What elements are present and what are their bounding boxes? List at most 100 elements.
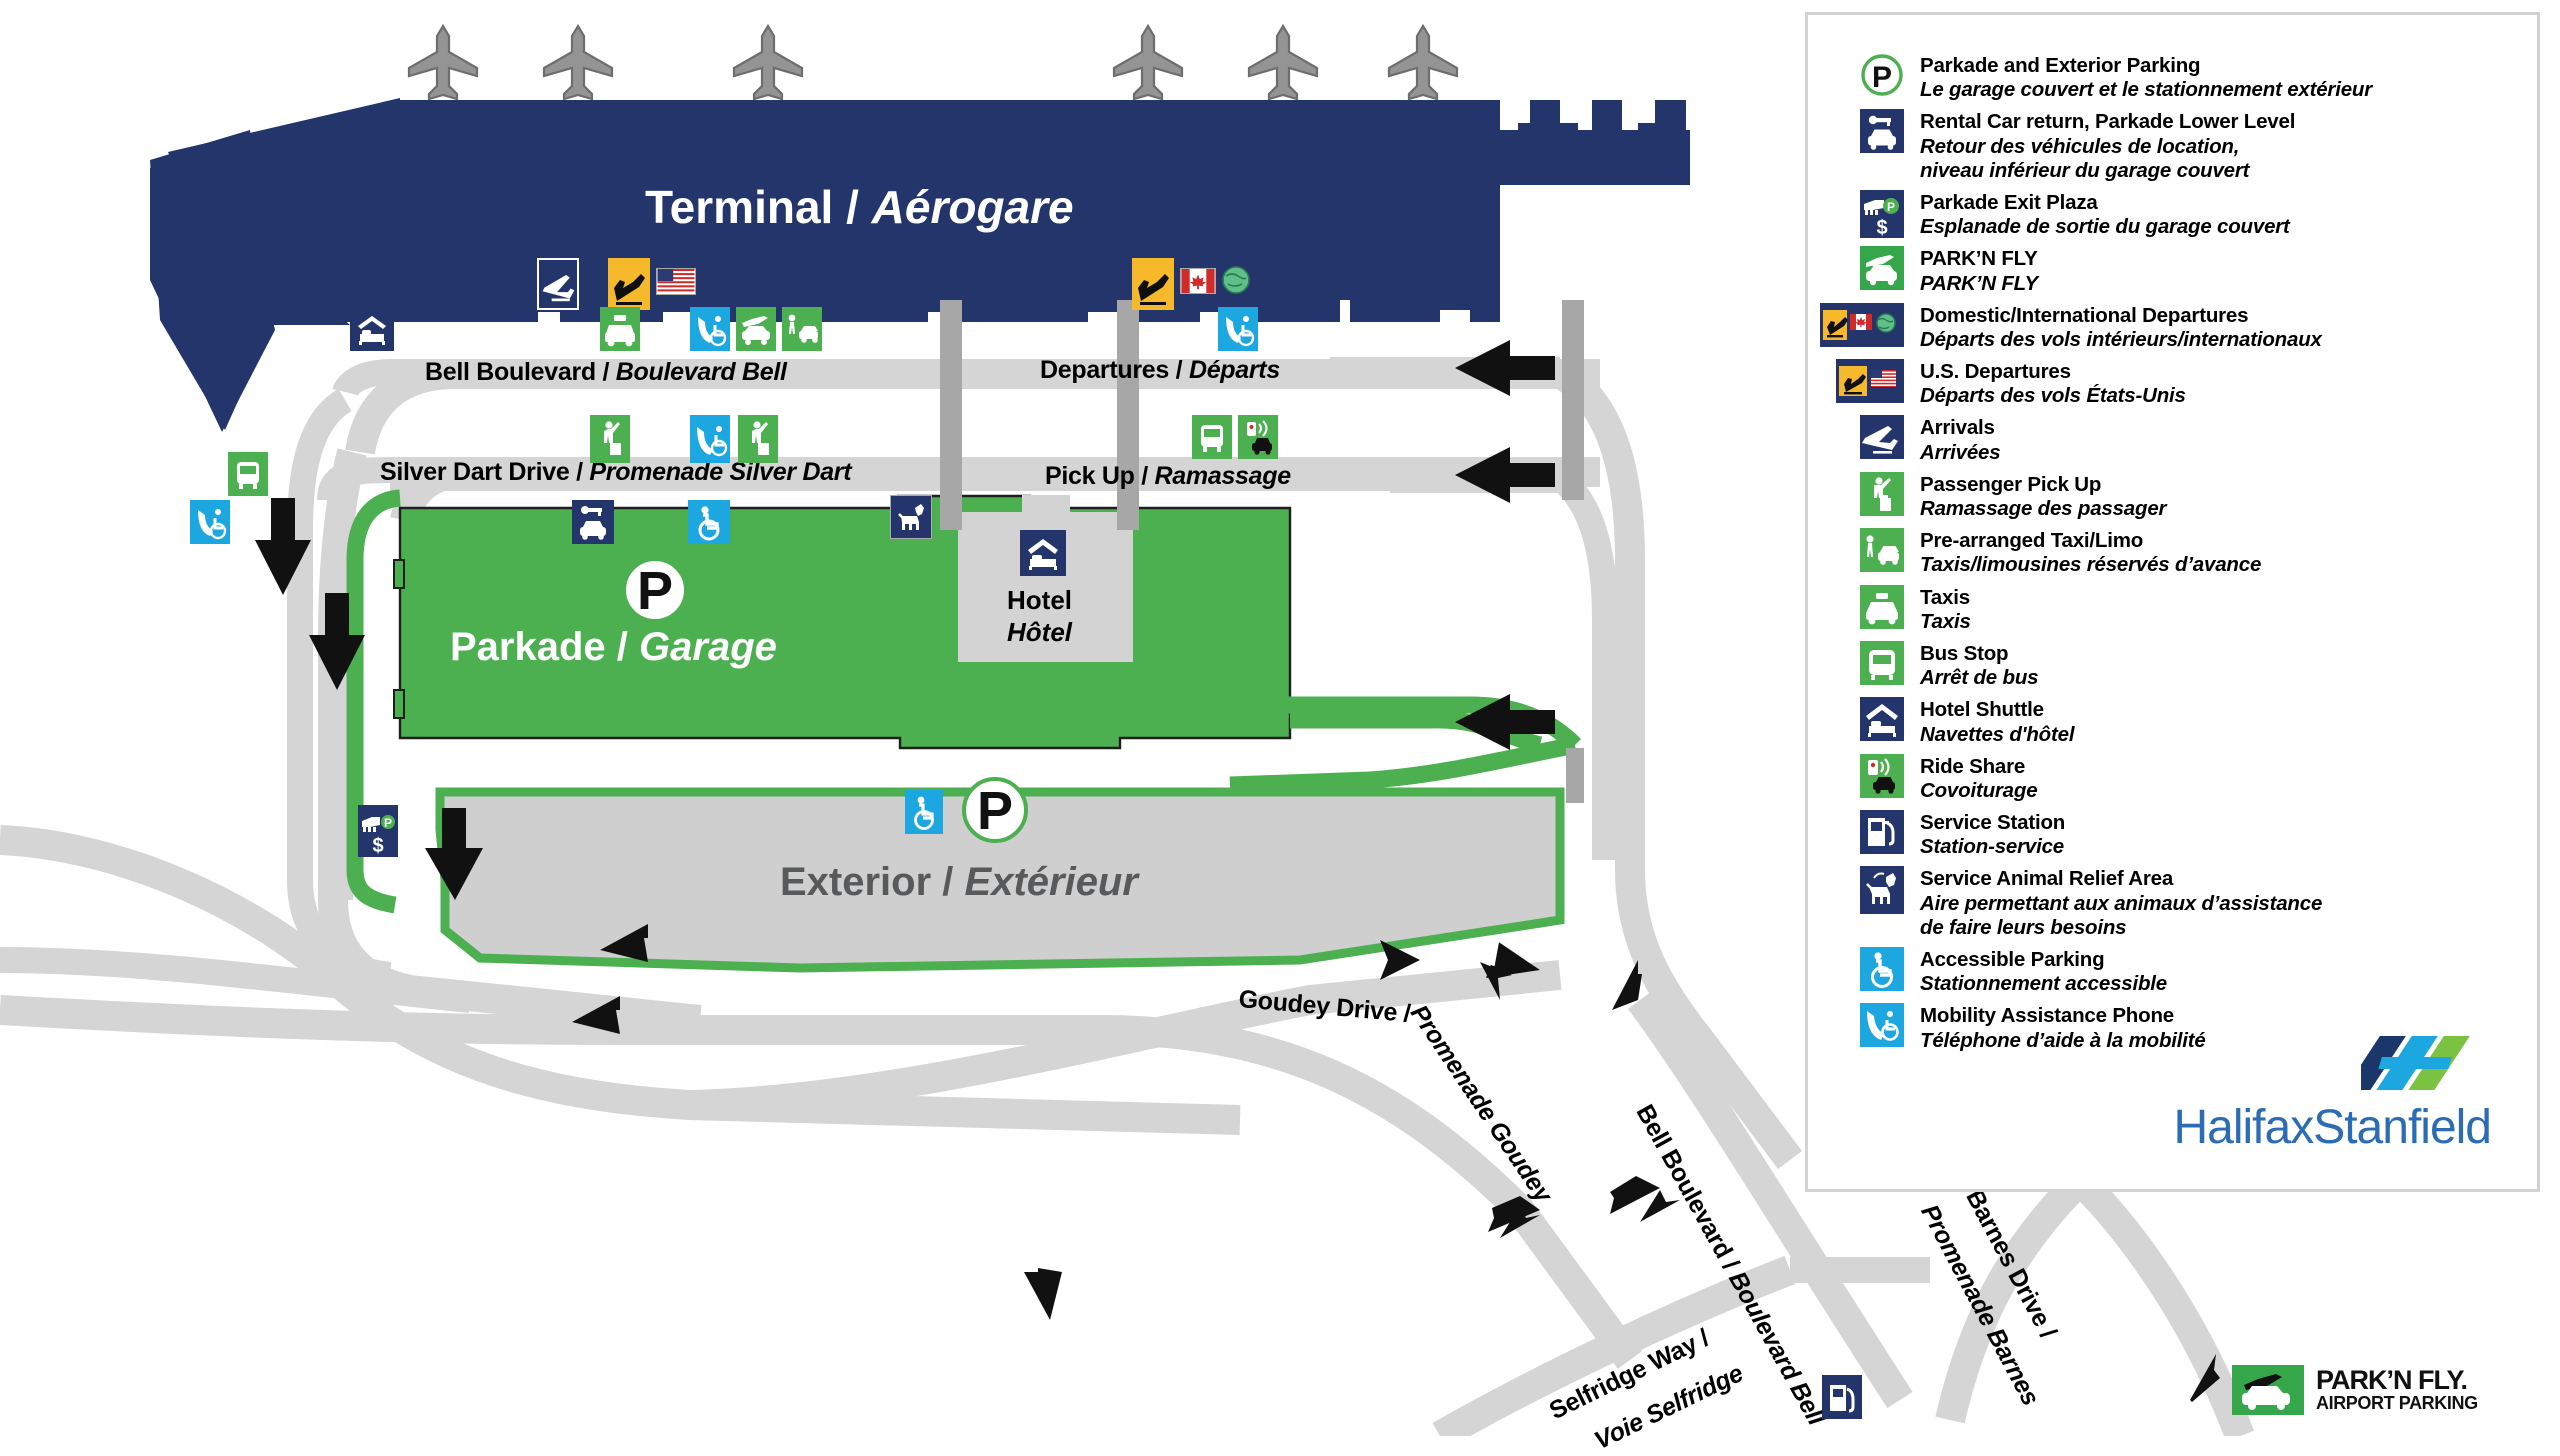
legend-label-fr: Arrivées: [1920, 440, 2001, 464]
legend-label-en: Bus Stop: [1920, 641, 2009, 665]
parkade-label: Parkade / Garage: [450, 625, 777, 669]
parking-circle-icon: P: [1860, 53, 1904, 97]
halifax-stanfield-mark-icon: [2173, 1032, 2491, 1094]
hotel-label-fr: Hôtel: [1007, 617, 1072, 647]
legend-item-hotel-shuttle: Hotel Shuttle Navettes d'hôtel: [1860, 697, 2520, 746]
legend-item-domestic-international-departures: Domestic/International Departures Départ…: [1820, 302, 2520, 352]
arrivals-icon: [537, 258, 579, 310]
us-departures-icon: [608, 258, 650, 310]
svg-text:$: $: [372, 835, 383, 857]
legend-label-en: Domestic/International Departures: [1920, 303, 2249, 327]
svg-text:P: P: [977, 781, 1013, 841]
legend-label-en: Mobility Assistance Phone: [1920, 1004, 2174, 1028]
mobility-assistance-phone-icon: [1218, 307, 1258, 351]
legend-label-en: Passenger Pick Up: [1920, 472, 2102, 496]
legend-item-arrivals: Arrivals Arrivées: [1860, 415, 2520, 464]
svg-text:P: P: [1872, 61, 1892, 94]
svg-text:P: P: [384, 816, 392, 830]
park-n-fly-logo-line1: PARK’N FLY.: [2316, 1364, 2468, 1395]
terminal-label: Terminal / Aérogare: [645, 181, 1074, 233]
parking-symbol-p: P: [637, 561, 673, 621]
us-departures-icon: [1836, 359, 1904, 404]
legend-item-passenger-pick-up: Passenger Pick Up Ramassage des passager: [1860, 471, 2520, 521]
bus-stop-icon: [1860, 640, 1904, 685]
globe-icon: [1222, 266, 1250, 294]
accessible-parking-icon: [688, 500, 730, 544]
svg-text:$: $: [1876, 217, 1887, 238]
legend-label-en: Parkade and Exterior Parking: [1920, 54, 2201, 77]
legend-label-en: Ride Share: [1920, 754, 2026, 778]
legend-item-parkade-and-exterior-parking: P Parkade and Exterior Parking Le garage…: [1860, 53, 2520, 102]
legend-item-rental-car-return: Rental Car return, Parkade Lower Level R…: [1860, 109, 2520, 183]
domestic-international-departures-icon: [1820, 302, 1904, 347]
legend-item-mobility-assistance-phone: Mobility Assistance Phone Téléphone d’ai…: [1860, 1003, 2520, 1052]
taxis-icon: [1860, 584, 1904, 629]
legend-label-en: Parkade Exit Plaza: [1920, 190, 2098, 214]
mobility-assistance-phone-icon: [1860, 1003, 1904, 1048]
legend-label-en: U.S. Departures: [1920, 360, 2071, 384]
legend-label-en: Service Station: [1920, 811, 2066, 835]
legend-item-service-animal-relief-area: Service Animal Relief Area Aire permetta…: [1860, 866, 2520, 940]
bus-stop-icon: [1192, 415, 1232, 459]
legend-label-fr: Départs des vols États-Unis: [1920, 384, 2186, 408]
legend-label-en: Pre-arranged Taxi/Limo: [1920, 529, 2144, 553]
legend-label-fr: Esplanade de sortie du garage couvert: [1920, 215, 2290, 239]
ride-share-icon: [1238, 415, 1278, 459]
terminal-outline: [150, 103, 1690, 432]
passenger-pick-up-icon: [1860, 471, 1904, 516]
hotel-shuttle-icon: [1020, 530, 1066, 576]
legend-label-fr: Taxis: [1920, 609, 1971, 633]
exterior-label: Exterior / Extérieur: [780, 860, 1138, 904]
terminal-connectors: [940, 300, 1584, 803]
direction-arrows-extra: [1380, 940, 1680, 1238]
legend-label-fr: Station-service: [1920, 835, 2064, 859]
legend-label-fr: Retour des véhicules de location,: [1920, 134, 2240, 158]
park-n-fly-logo-line2: AIRPORT PARKING: [2316, 1393, 2478, 1414]
parkade-exit-plaza-icon: P $: [1860, 189, 1904, 238]
ride-share-icon: [1860, 753, 1904, 798]
arrivals-icon: [1860, 415, 1904, 460]
parking-circle-icon: P: [960, 775, 1030, 845]
legend-item-service-station: Service Station Station-service: [1860, 810, 2520, 859]
pre-arranged-taxi-limo-icon: [1860, 528, 1904, 573]
service-animal-relief-area-icon: [1860, 866, 1904, 915]
canada-flag-icon: [1180, 268, 1216, 294]
service-station-icon: [1860, 810, 1904, 855]
legend-item-ride-share: Ride Share Covoiturage: [1860, 753, 2520, 803]
legend-item-accessible-parking: Accessible Parking Stationnement accessi…: [1860, 947, 2520, 996]
svg-text:P: P: [1887, 200, 1895, 214]
halifax-stanfield-wordmark: HalifaxStanfield: [2173, 1101, 2492, 1154]
legend-label-fr2: de faire leurs besoins: [1920, 915, 2127, 939]
legend-label-en: Rental Car return, Parkade Lower Level: [1920, 110, 2296, 134]
legend-item-pre-arranged-taxi-limo: Pre-arranged Taxi/Limo Taxis/limousines …: [1860, 528, 2520, 577]
park-n-fly-icon: [1860, 246, 1904, 291]
legend-label-fr: PARK’N FLY: [1920, 271, 2038, 295]
legend-label-fr: Aire permettant aux animaux d’assistance: [1920, 891, 2323, 915]
legend-panel: P Parkade and Exterior Parking Le garage…: [1805, 12, 2540, 1192]
legend-item-bus-stop: Bus Stop Arrêt de bus: [1860, 640, 2520, 690]
road-label-pick-up: Pick Up / Ramassage: [1045, 462, 1291, 490]
hotel-shuttle-icon: [1860, 697, 1904, 742]
legend-item-us-departures: U.S. Departures Départs des vols États-U…: [1836, 359, 2520, 408]
legend-label-en: Taxis: [1920, 585, 1970, 609]
taxis-icon: [600, 307, 640, 351]
legend-label-fr: Arrêt de bus: [1920, 666, 2039, 690]
service-station-icon: [1822, 1375, 1862, 1419]
service-animal-relief-area-icon: [890, 495, 932, 539]
halifax-stanfield-logo: HalifaxStanfield: [2173, 1032, 2492, 1155]
legend-item-park-n-fly: PARK’N FLY PARK’N FLY: [1860, 246, 2520, 295]
park-n-fly-badge-icon: [2232, 1365, 2304, 1415]
rental-car-return-icon: [1860, 109, 1904, 154]
legend-label-fr: Téléphone d’aide à la mobilité: [1920, 1028, 2206, 1052]
park-n-fly-icon: [736, 307, 776, 351]
passenger-pick-up-icon: [590, 415, 630, 463]
legend-label-fr: Ramassage des passager: [1920, 497, 2167, 520]
legend-label-fr2: niveau inférieur du garage couvert: [1920, 158, 2250, 182]
hotel-label-en: Hotel: [1007, 585, 1072, 615]
road-label-bell-boulevard-top: Bell Boulevard / Boulevard Bell: [425, 358, 787, 386]
legend-label-fr: Navettes d'hôtel: [1920, 722, 2075, 746]
legend-item-taxis: Taxis Taxis: [1860, 584, 2520, 634]
legend-list: P Parkade and Exterior Parking Le garage…: [1820, 53, 2520, 1060]
accessible-parking-icon: [1860, 947, 1904, 991]
road-label-departures: Departures / Départs: [1040, 356, 1280, 384]
